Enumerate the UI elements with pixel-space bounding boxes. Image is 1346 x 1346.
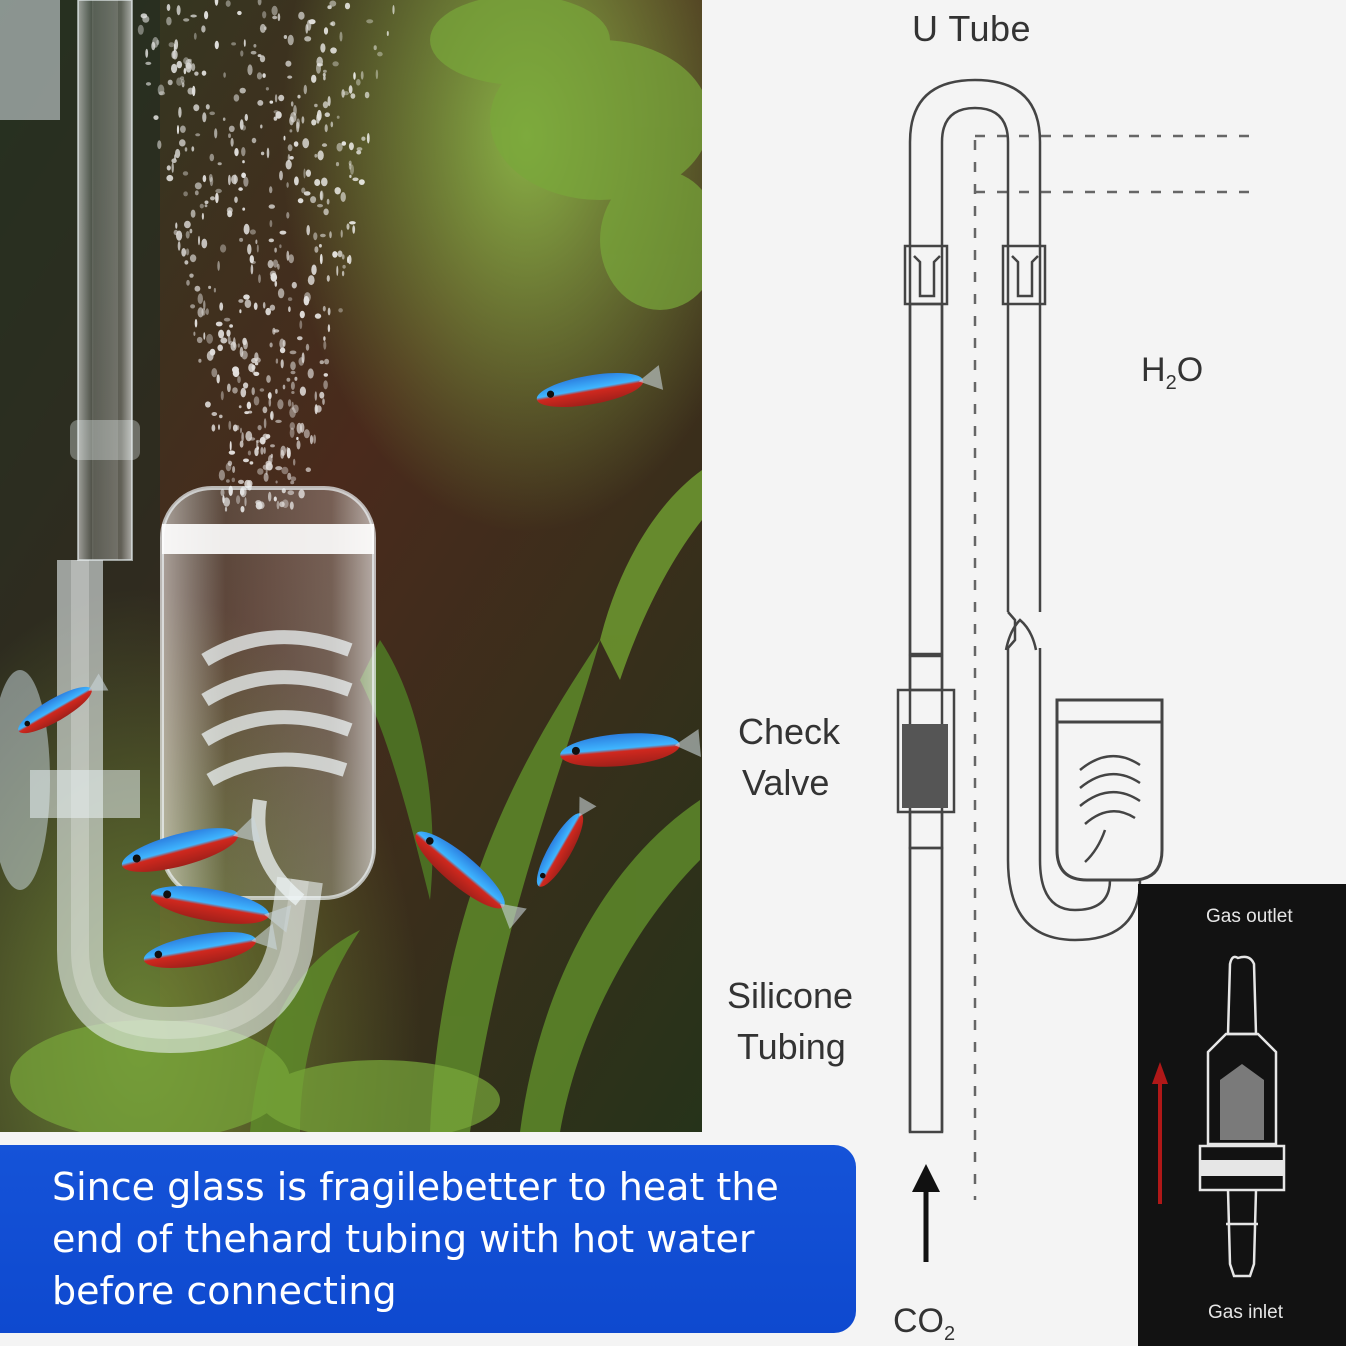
check-valve-label-line1: Check [738, 711, 841, 752]
fish [143, 923, 278, 968]
silicone-tubing-label: Silicone Tubing [727, 970, 853, 1072]
up-arrow-icon [1152, 1062, 1168, 1204]
h2o-label: H2O [1141, 351, 1204, 394]
fish [150, 886, 292, 933]
fish [415, 831, 527, 930]
silicone-label-line1: Silicone [727, 975, 854, 1016]
gas-outlet-label: Gas outlet [1206, 906, 1293, 927]
fish [18, 673, 109, 734]
co2-arrow-icon [912, 1164, 940, 1262]
check-valve-label: Check Valve [738, 706, 840, 808]
fish [560, 729, 701, 767]
u-tube-label: U Tube [912, 8, 1032, 49]
check-valve-icon [1152, 955, 1286, 1278]
check-valve-label-line2: Valve [742, 762, 830, 803]
check-valve-inset: Gas outlet Gas inlet [1138, 884, 1346, 1346]
note-banner: Since glass is fragilebetter to heat the… [0, 1145, 856, 1333]
u-tube-drawing [896, 78, 1164, 1134]
check-valve-plug [902, 724, 948, 808]
note-text: Since glass is fragilebetter to heat the… [52, 1165, 779, 1313]
fish [536, 365, 664, 408]
silicone-label-line2: Tubing [737, 1026, 846, 1067]
co2-label: CO2 [893, 1302, 956, 1345]
fish [536, 796, 597, 887]
aquarium-photo [0, 0, 702, 1132]
fish [121, 815, 261, 872]
water-level-lines [973, 134, 1255, 1200]
gas-inlet-label: Gas inlet [1208, 1302, 1283, 1323]
